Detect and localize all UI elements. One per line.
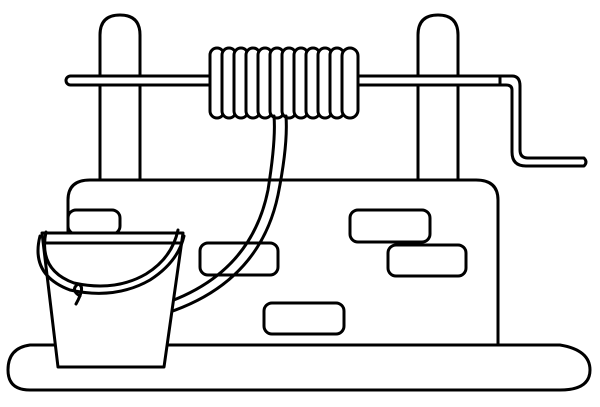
crank-handle — [498, 74, 588, 168]
left-post — [98, 13, 142, 192]
bucket-handle — [43, 228, 180, 288]
brick — [348, 208, 432, 244]
brick — [198, 241, 280, 277]
brick — [386, 243, 468, 278]
bucket-handle — [36, 234, 186, 295]
rope-end — [73, 282, 83, 306]
right-post — [416, 13, 460, 192]
brick — [66, 208, 122, 236]
bucket — [40, 231, 185, 369]
rope-coil — [208, 46, 360, 120]
brick — [262, 301, 346, 336]
